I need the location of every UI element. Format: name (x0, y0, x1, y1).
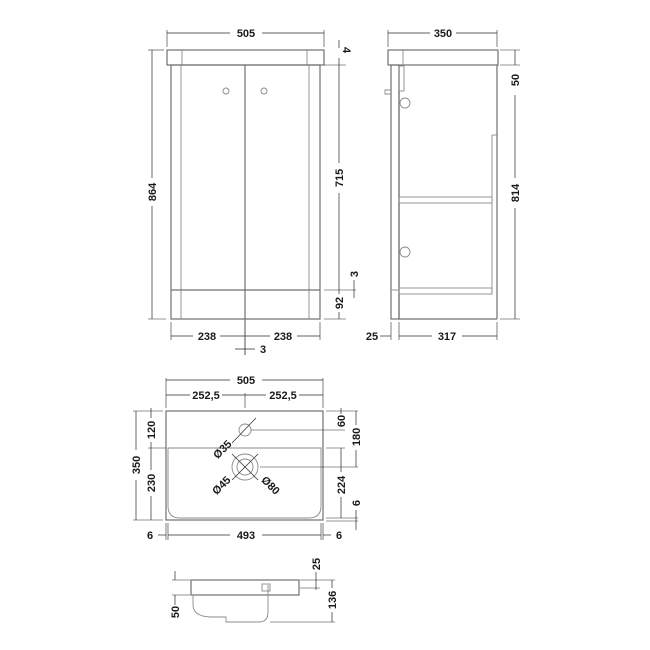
side-door-panel (390, 64, 400, 320)
left-rim-label: 6 (147, 530, 153, 542)
countertop-gap-label: 4 (340, 47, 352, 54)
basin-section-view: 50 25 136 (170, 558, 339, 623)
front-countertop (166, 49, 325, 66)
side-shelf (398, 196, 493, 204)
basin-bowl (167, 447, 322, 519)
bowl-width-label: 493 (237, 530, 255, 542)
section-bowl (192, 585, 269, 623)
side-countertop (387, 49, 499, 66)
carcass-depth-label: 317 (438, 331, 456, 343)
waste-outer-diameter-label: Ø80 (259, 474, 282, 497)
left-door-width-label: 238 (198, 331, 216, 343)
right-door-knob-icon (260, 87, 268, 95)
side-depth-label: 350 (434, 28, 452, 40)
section-bowl-depth-label: 50 (170, 606, 182, 618)
waste-from-back-label: 180 (351, 428, 363, 446)
side-view: 350 50 814 25 317 (366, 28, 522, 343)
waste-outer-icon (231, 453, 259, 481)
left-door-knob-icon (222, 87, 230, 95)
half-width-left-label: 252,5 (192, 390, 220, 402)
waste-inner-diameter-label: Ø45 (210, 474, 233, 497)
top-thickness-label: 50 (510, 74, 522, 86)
front-view: 505 864 4 715 92 3 238 238 3 (147, 28, 361, 356)
basin-plan-view: Ø35 Ø45 Ø80 505 252,5 252,5 350 120 230 (131, 375, 363, 542)
front-rim-label: 6 (351, 500, 363, 506)
bowl-depth-label: 230 (146, 474, 158, 492)
right-door-width-label: 238 (274, 331, 292, 343)
side-hinge-bottom-icon (399, 246, 411, 258)
body-height-label: 814 (510, 183, 522, 202)
door-thickness-label: 25 (366, 331, 378, 343)
basin-width-label: 505 (237, 375, 255, 387)
section-rim (190, 579, 300, 596)
waste-inner-icon (236, 458, 254, 476)
bowl-inner-label: 224 (336, 475, 348, 494)
right-rim-label: 6 (336, 530, 342, 542)
plinth-height-label: 92 (334, 297, 346, 309)
back-to-tap-label: 120 (146, 421, 158, 439)
tap-hole-diameter-label: Ø35 (211, 438, 234, 461)
front-total-height-label: 864 (147, 182, 159, 201)
section-rim-thickness-label: 25 (311, 558, 323, 570)
door-height-label: 715 (334, 169, 346, 187)
plinth-gap-label: 3 (349, 271, 361, 277)
side-hinge-top-icon (399, 97, 411, 109)
tap-from-back-label: 60 (336, 415, 348, 427)
basin-depth-label: 350 (131, 456, 143, 474)
half-width-right-label: 252,5 (269, 390, 297, 402)
basin-outline (165, 410, 324, 521)
door-gap-label: 3 (260, 344, 266, 356)
section-overall-depth-label: 136 (327, 591, 339, 609)
front-width-label: 505 (237, 28, 255, 40)
